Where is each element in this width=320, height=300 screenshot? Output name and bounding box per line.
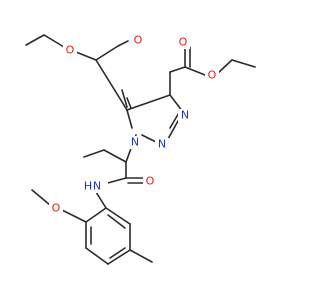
bond-aryl-double-3 xyxy=(107,214,126,229)
atom-o-top-right: O xyxy=(208,69,217,82)
bond-n-aryl xyxy=(95,191,107,209)
bond-o-ch3-methoxy xyxy=(31,189,51,206)
bond-ester-left-b xyxy=(117,40,129,47)
bond-aryl-methyl xyxy=(129,249,153,263)
atom-n3: N xyxy=(181,109,189,122)
bond-ch-ch2 xyxy=(103,149,127,163)
bond-carbonyl-o-left-2 xyxy=(126,97,132,109)
atom-labels: O O O O N N N N H O O xyxy=(49,34,219,215)
bond-ch2-ch3 xyxy=(83,149,105,158)
atom-n2: N xyxy=(158,138,166,151)
bond-ch2-o-left xyxy=(43,34,65,48)
atom-o-top-right-carbonyl: O xyxy=(179,36,188,49)
atom-h-on-n: H xyxy=(84,180,92,193)
bond-ring-1 xyxy=(126,94,171,111)
bond-aryl-o-methoxy xyxy=(61,209,87,223)
bond-ring-3 xyxy=(167,120,179,140)
bond-ring-5 xyxy=(126,109,133,129)
bond-c-o2-right xyxy=(184,66,206,76)
atom-o-top-left: O xyxy=(66,44,75,57)
bond-ch3-ch2-left xyxy=(25,34,45,46)
bond-aryl-4 xyxy=(107,249,131,265)
bond-c-ring-left xyxy=(95,59,128,111)
bond-ester-left-a xyxy=(95,45,119,61)
bond-ring-4 xyxy=(141,134,157,143)
bond-ring-c-right xyxy=(169,66,186,73)
bond-aryl-3 xyxy=(85,247,109,265)
bond-carbonyl-o-left xyxy=(121,89,128,108)
bond-aryl-double-2 xyxy=(109,247,126,259)
atom-o-top-left-carbonyl: O xyxy=(134,34,143,47)
atom-o-amide: O xyxy=(146,175,155,188)
bond-o-ch2-right xyxy=(217,59,233,74)
bond-o-c-left xyxy=(75,51,97,61)
atom-nh: N xyxy=(93,180,101,193)
bond-aryl-6 xyxy=(105,207,131,225)
molecule-canvas: O O O O N N N N H O O xyxy=(25,34,256,265)
bond-lines xyxy=(25,34,256,265)
bond-aryl-1 xyxy=(85,207,107,223)
atom-o-methoxy: O xyxy=(52,202,61,215)
atom-n1: N xyxy=(131,136,139,149)
structure-diagram: O O O O N N N N H O O xyxy=(25,34,256,265)
bond-ch2-ch3-right xyxy=(231,59,256,68)
